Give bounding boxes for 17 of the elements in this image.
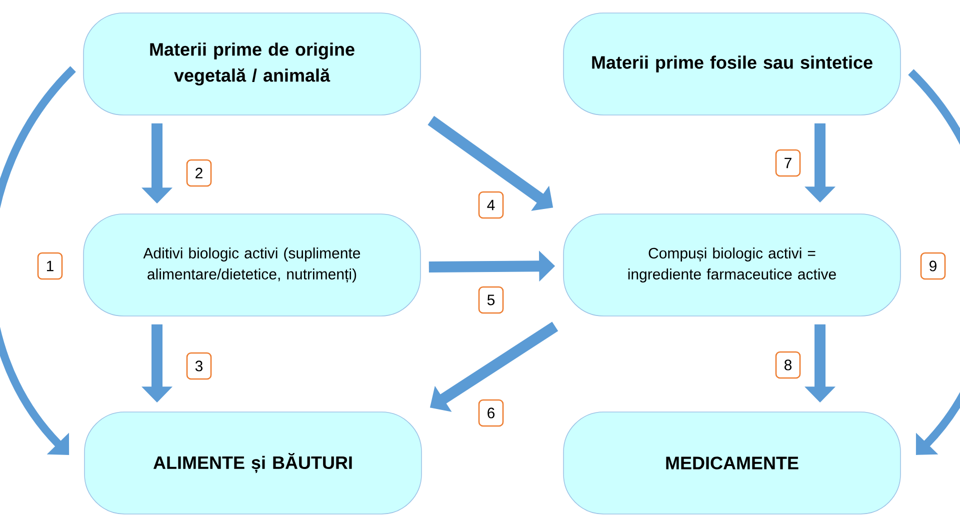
rounded-box: ALIMENTE și BĂUTURI [84, 412, 422, 514]
step-number-badge: 1 [37, 252, 63, 280]
step-number-badge: 6 [478, 399, 504, 427]
step-number-badge: 3 [186, 352, 212, 380]
rounded-box: Compuși biologic activi = ingrediente farmaceutice active [563, 214, 901, 316]
step-number-badge: 8 [775, 351, 801, 379]
rounded-box: MEDICAMENTE [563, 412, 901, 514]
rounded-box: Materii prime de origine vegetală / animală [83, 12, 421, 116]
step-number-badge: 5 [478, 286, 504, 314]
rounded-box: Aditivi biologic activi (suplimente alimentare/dietetice, nutrimenți) [83, 214, 421, 316]
block-arrow [0, 66, 76, 455]
block-arrow [908, 69, 960, 455]
step-number-badge: 9 [920, 252, 946, 280]
step-number-badge: 7 [775, 149, 801, 177]
step-number-badge: 4 [478, 191, 504, 219]
rounded-box: Materii prime fosile sau sintetice [563, 12, 901, 116]
step-number-badge: 2 [186, 159, 212, 187]
